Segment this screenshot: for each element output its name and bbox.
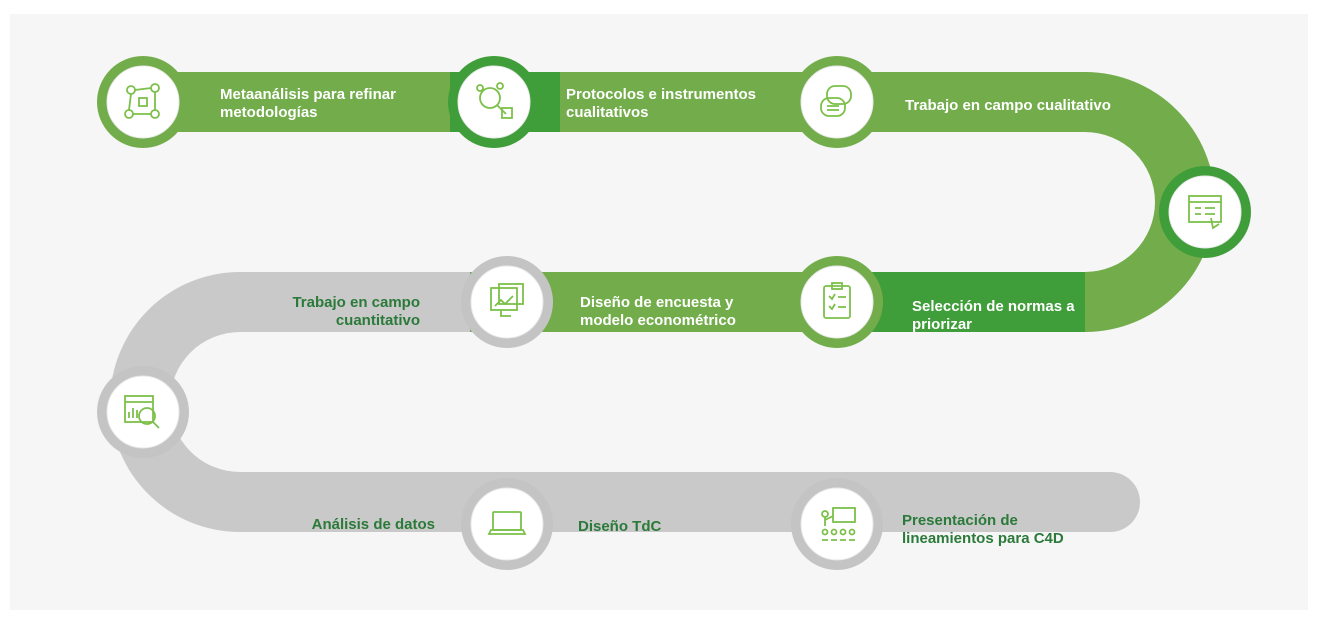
step-label-diseno-tdc: Diseño TdC bbox=[578, 518, 662, 535]
research-analysis-icon bbox=[476, 82, 513, 119]
step-label-presentacion: Presentación de lineamientos para C4D bbox=[902, 512, 1064, 547]
step-node-seleccion-normas[interactable] bbox=[791, 256, 883, 348]
clipboard-checklist-icon bbox=[823, 282, 851, 319]
step-label-seleccion-normas: Selección de normas a priorizar bbox=[912, 298, 1075, 333]
step-node-protocolos[interactable] bbox=[448, 56, 540, 148]
step-label-metaanalisis: Metaanálisis para refinar metodologías bbox=[220, 86, 396, 121]
roadmap-diagram: Metaanálisis para refinar metodologías P… bbox=[10, 14, 1308, 610]
process-flow-icon bbox=[124, 83, 160, 119]
step-node-presentacion[interactable] bbox=[791, 478, 883, 570]
road-band-top bbox=[143, 72, 1215, 332]
presentation-audience-icon bbox=[821, 507, 856, 541]
laptop-icon bbox=[487, 511, 527, 535]
step-label-trabajo-campo-cuantitativo: Trabajo en campo cuantitativo bbox=[292, 294, 420, 329]
data-magnify-icon bbox=[124, 395, 160, 429]
step-label-analisis-datos: Análisis de datos bbox=[311, 516, 435, 533]
checklist-screen-icon bbox=[1188, 195, 1222, 230]
step-node-analisis-datos[interactable] bbox=[97, 366, 189, 458]
step-node-trabajo-campo-cualitativo[interactable] bbox=[791, 56, 883, 148]
step-label-diseno-encuesta: Diseño de encuesta y modelo econométrico bbox=[580, 294, 736, 329]
step-label-protocolos: Protocolos e instrumentos cualitativos bbox=[566, 86, 757, 121]
step-node-diseno-tdc[interactable] bbox=[461, 478, 553, 570]
step-label-trabajo-campo-cualitativo: Trabajo en campo cualitativo bbox=[905, 97, 1111, 114]
step-node-metaanalisis[interactable] bbox=[97, 56, 189, 148]
speech-bubbles-icon bbox=[820, 85, 852, 117]
roadmap-path bbox=[97, 56, 1251, 570]
step-node-checklist[interactable] bbox=[1159, 166, 1251, 258]
step-node-diseno-encuesta[interactable] bbox=[461, 256, 553, 348]
road-band-gray bbox=[110, 272, 1140, 532]
dashboard-monitor-icon bbox=[490, 283, 524, 317]
